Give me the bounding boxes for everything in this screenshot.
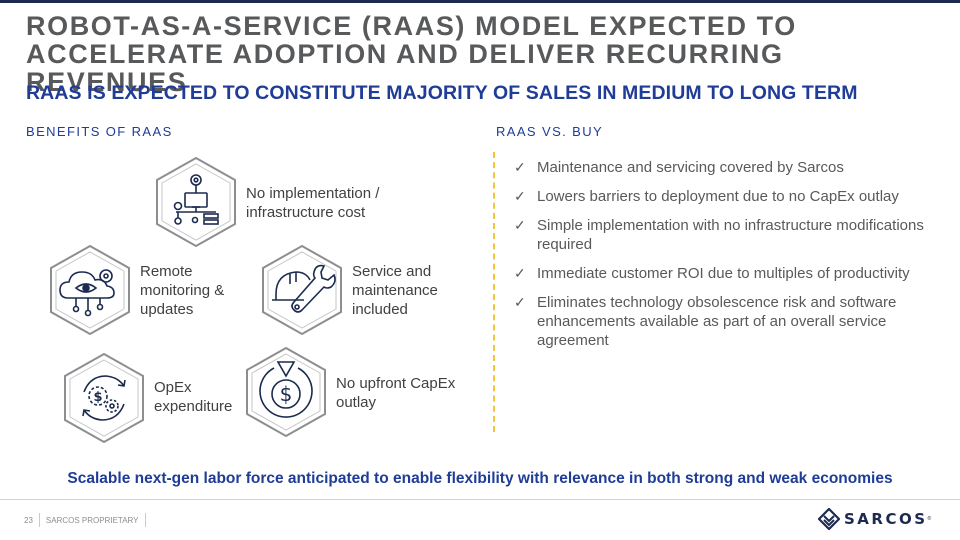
svg-text:$: $ xyxy=(280,382,293,406)
dashed-divider xyxy=(493,152,495,432)
check-icon: ✓ xyxy=(514,294,526,310)
check-icon: ✓ xyxy=(514,217,526,233)
hardhat-wrench-icon xyxy=(262,244,342,336)
benefit-label-capex: No upfront CapEx outlay xyxy=(336,375,456,411)
check-icon: ✓ xyxy=(514,188,526,204)
benefit-label-opex: OpEx expenditure xyxy=(154,379,233,415)
page-title: ROBOT-AS-A-SERVICE (RAAS) MODEL EXPECTED… xyxy=(26,11,797,97)
list-item-text: Lowers barriers to deployment due to no … xyxy=(537,188,899,205)
benefit-infrastructure-tile xyxy=(154,156,238,248)
list-item-text: Eliminates technology obsolescence risk … xyxy=(537,294,897,349)
footer-rule xyxy=(0,499,960,500)
check-icon: ✓ xyxy=(514,159,526,175)
list-item: ✓ Lowers barriers to deployment due to no… xyxy=(514,187,934,206)
svg-text:$: $ xyxy=(93,390,102,405)
benefit-label-infrastructure: No implementation / infrastructure cost xyxy=(246,185,380,221)
sarcos-logo-mark-icon xyxy=(818,508,840,530)
page-subtitle: RAAS IS EXPECTED TO CONSTITUTE MAJORITY … xyxy=(26,82,858,104)
list-item: ✓ Maintenance and servicing covered by Sa… xyxy=(514,158,934,177)
benefit-service-tile xyxy=(260,244,344,336)
dollar-gauge-icon: $ xyxy=(246,346,326,438)
benefit-label-service: Service and maintenance included xyxy=(352,263,438,318)
raas-vs-buy-heading: RAAS VS. BUY xyxy=(496,124,604,139)
sarcos-logo: SARCOS ® xyxy=(818,508,931,530)
confidentiality-label: SARCOS PROPRIETARY xyxy=(45,515,139,525)
list-item-text: Immediate customer ROI due to multiples … xyxy=(537,265,910,282)
cloud-eye-icon xyxy=(50,244,130,336)
check-icon: ✓ xyxy=(514,265,526,281)
list-item: ✓ Immediate customer ROI due to multiples… xyxy=(514,264,934,283)
network-gear-icon xyxy=(156,156,236,248)
benefit-opex-tile: $ xyxy=(62,352,146,444)
bottom-line-statement: Scalable next-gen labor force anticipate… xyxy=(67,470,893,487)
raas-vs-buy-list: ✓ Maintenance and servicing covered by Sa… xyxy=(514,158,934,360)
list-item-text: Simple implementation with no infrastruc… xyxy=(537,217,924,253)
benefit-capex-tile: $ xyxy=(244,346,328,438)
benefits-heading: BENEFITS OF RAAS xyxy=(26,124,173,139)
dollar-cycle-icon: $ xyxy=(64,352,144,444)
sarcos-logo-text: SARCOS xyxy=(844,510,928,528)
list-item: ✓ Eliminates technology obsolescence risk… xyxy=(514,293,934,350)
registered-mark: ® xyxy=(927,516,932,522)
footer: 23 SARCOS PROPRIETARY xyxy=(24,513,152,527)
top-rule xyxy=(0,0,960,3)
page-number: 23 xyxy=(24,515,33,525)
benefit-label-monitoring: Remote monitoring & updates xyxy=(140,263,225,318)
list-item-text: Maintenance and servicing covered by Sar… xyxy=(537,159,844,176)
benefit-monitoring-tile xyxy=(48,244,132,336)
footer-separator xyxy=(38,513,40,527)
list-item: ✓ Simple implementation with no infrastru… xyxy=(514,216,934,254)
footer-separator xyxy=(144,513,146,527)
